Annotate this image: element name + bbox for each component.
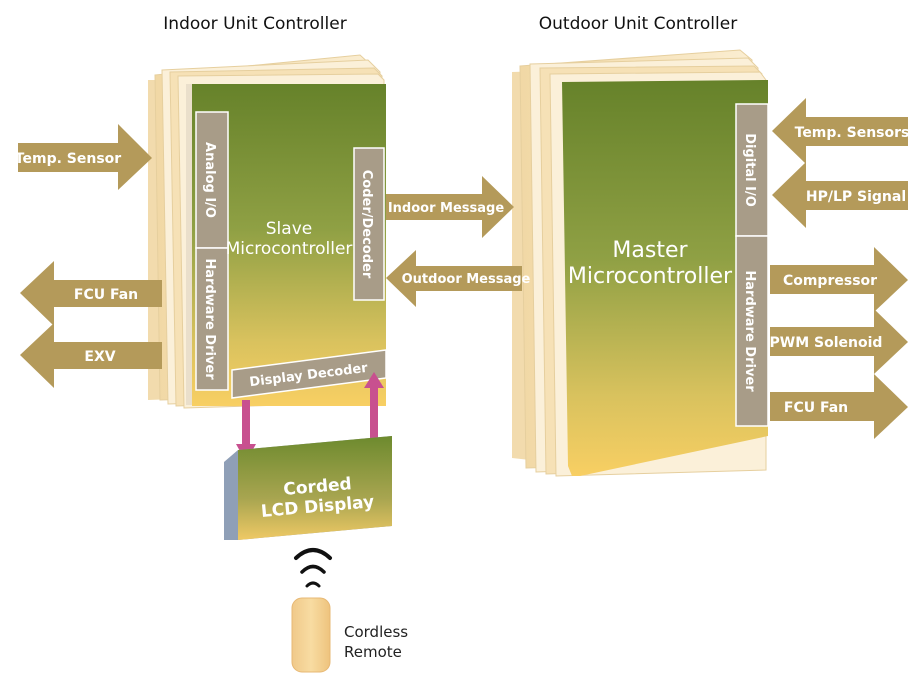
hp-lp-signal-label: HP/LP Signal	[806, 189, 906, 205]
digital-io-label: Digital I/O	[742, 133, 757, 207]
analog-io-panel: Analog I/O	[195, 111, 229, 249]
indoor-controller-title: Indoor Unit Controller	[163, 14, 346, 34]
coder-decoder-panel: Coder/Decoder	[353, 147, 385, 301]
fcu-fan-indoor-output-arrow: FCU Fan	[20, 261, 162, 326]
remote-caption-line1: Cordless	[344, 623, 408, 641]
indoor-message-arrow: Indoor Message	[386, 176, 514, 238]
outdoor-hardware-driver-label: Hardware Driver	[742, 270, 757, 392]
analog-io-label: Analog I/O	[202, 142, 217, 218]
master-title-line1: Master	[612, 238, 688, 263]
outdoor-controller-title: Outdoor Unit Controller	[539, 14, 737, 34]
hp-lp-signal-input-arrow: HP/LP Signal	[772, 162, 908, 228]
master-microcontroller-chip	[562, 80, 768, 476]
indoor-hardware-driver-label: Hardware Driver	[202, 258, 217, 380]
wireless-signal-icon	[294, 548, 332, 588]
pwm-solenoid-output-arrow: PWM Solenoid	[770, 309, 908, 374]
temp-sensors-input-arrow: Temp. Sensors	[772, 98, 909, 164]
fcu-fan-outdoor-output-arrow: FCU Fan	[770, 374, 908, 439]
corded-lcd-display: Corded LCD Display	[224, 436, 392, 540]
remote-caption-line2: Remote	[344, 643, 402, 661]
indoor-message-label: Indoor Message	[388, 201, 505, 216]
indoor-hardware-driver-panel: Hardware Driver	[195, 247, 229, 391]
cordless-remote-icon	[291, 597, 331, 673]
indoor-fcu-fan-label: FCU Fan	[74, 287, 138, 303]
exv-label: EXV	[84, 349, 115, 365]
exv-output-arrow: EXV	[20, 323, 162, 388]
slave-title-line1: Slave	[266, 219, 312, 239]
outdoor-message-arrow: Outdoor Message	[386, 250, 531, 307]
temp-sensor-input-arrow: Temp. Sensor	[15, 124, 152, 190]
lcd-to-decoder-arrow	[364, 372, 384, 438]
outdoor-hardware-driver-panel: Hardware Driver	[735, 235, 769, 427]
digital-io-panel: Digital I/O	[735, 103, 769, 237]
compressor-output-arrow: Compressor	[770, 247, 908, 312]
outdoor-fcu-fan-label: FCU Fan	[784, 400, 848, 416]
temp-sensors-label: Temp. Sensors	[795, 125, 910, 141]
coder-decoder-label: Coder/Decoder	[359, 170, 374, 279]
master-title-line2: Microcontroller	[568, 264, 733, 289]
pwm-solenoid-label: PWM Solenoid	[770, 335, 883, 351]
temp-sensor-label: Temp. Sensor	[15, 151, 121, 167]
compressor-label: Compressor	[783, 273, 877, 289]
slave-title-line2: Microcontroller	[226, 239, 353, 259]
outdoor-message-label: Outdoor Message	[402, 272, 531, 287]
